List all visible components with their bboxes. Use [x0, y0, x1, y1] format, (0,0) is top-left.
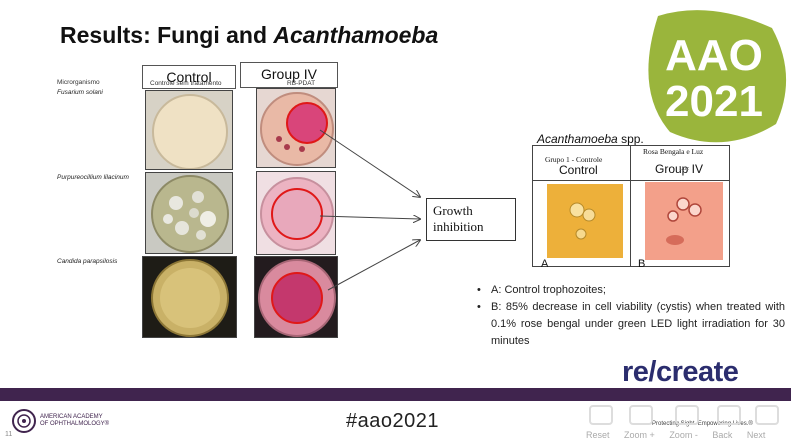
bullet-1: A: Control trophozoites;	[475, 282, 785, 299]
petri-dish-group-candida	[254, 256, 338, 338]
label-control-sub: Controle sem tratamento	[150, 80, 222, 87]
arrow-2	[319, 216, 420, 219]
slide-title: Results: Fungi and Acanthamoeba	[60, 22, 439, 48]
micrograph-control	[547, 184, 623, 258]
aca-header-left: Control	[559, 163, 598, 177]
aca-header-right-overlap: Luz	[679, 165, 690, 172]
nav-controls: Reset Zoom + Zoom - Back Next	[586, 430, 777, 440]
petri-dish-control-purpureocillium	[145, 172, 233, 254]
column-header-group-iv: Group IV	[240, 62, 338, 88]
micrograph-group-iv	[645, 182, 723, 260]
petri-dish-group-purpureocillium	[256, 171, 336, 255]
org-name-line-1: AMERICAN ACADEMY	[40, 414, 103, 420]
organism-label-1: Fusarium solani	[57, 89, 103, 96]
label-microorganism: Microrganismo	[57, 79, 100, 86]
acanthamoeba-table: Grupo 1 - Controle Control Rosa Bengala …	[532, 145, 730, 270]
findings-list: A: Control trophozoites; B: 85% decrease…	[475, 282, 785, 350]
org-name-line-2: OF OPHTHALMOLOGY®	[40, 421, 110, 427]
badge-line1: AAO	[665, 31, 763, 80]
nav-next[interactable]: Next	[746, 430, 766, 440]
organism-label-2: Purpureocillium lilacinum	[57, 174, 129, 181]
aao-seal-icon	[12, 409, 36, 433]
page-number: 11	[5, 431, 13, 438]
arrow-3	[327, 240, 420, 291]
petri-dish-control-candida	[142, 256, 237, 338]
badge-line2: 2021	[665, 77, 763, 126]
tagline: Protecting Sight. Empowering Lives.®	[652, 421, 753, 427]
column-header-control: Control	[142, 65, 236, 89]
petri-dish-control-fusarium	[145, 90, 233, 170]
growth-inhibition-box: Growth inhibition	[426, 198, 516, 241]
aca-header-left-sub: Grupo 1 - Controle	[545, 155, 603, 164]
nav-icons	[588, 404, 788, 426]
nav-reset[interactable]: Reset	[586, 430, 610, 440]
growth-line-2: inhibition	[433, 219, 484, 234]
aao-2021-badge: AAO 2021	[640, 6, 790, 150]
aca-header-right-sub: Rosa Bengala e Luz	[643, 147, 704, 156]
bullet-2: B: 85% decrease in cell viability (cysti…	[475, 299, 785, 350]
nav-zoom-out[interactable]: Zoom -	[669, 430, 698, 440]
petri-dish-group-fusarium	[256, 88, 336, 168]
footer-bar	[0, 388, 791, 401]
hashtag: #aao2021	[346, 410, 439, 432]
acanthamoeba-title: Acanthamoeba spp.	[537, 132, 644, 146]
nav-zoom-in[interactable]: Zoom +	[624, 430, 655, 440]
recreate-logo: re/create	[622, 356, 739, 388]
arrow-1	[319, 129, 420, 197]
organism-label-3: Candida parapsilosis	[57, 258, 118, 265]
panel-label-a: A	[541, 258, 549, 270]
panel-label-b: B	[638, 258, 646, 270]
aca-header-right: Group IV	[655, 162, 704, 176]
label-group-sub: RB-PDAT	[287, 80, 316, 87]
nav-back[interactable]: Back	[712, 430, 733, 440]
footer: AMERICAN ACADEMY OF OPHTHALMOLOGY® 11	[0, 401, 791, 442]
growth-line-1: Growth	[433, 203, 473, 218]
